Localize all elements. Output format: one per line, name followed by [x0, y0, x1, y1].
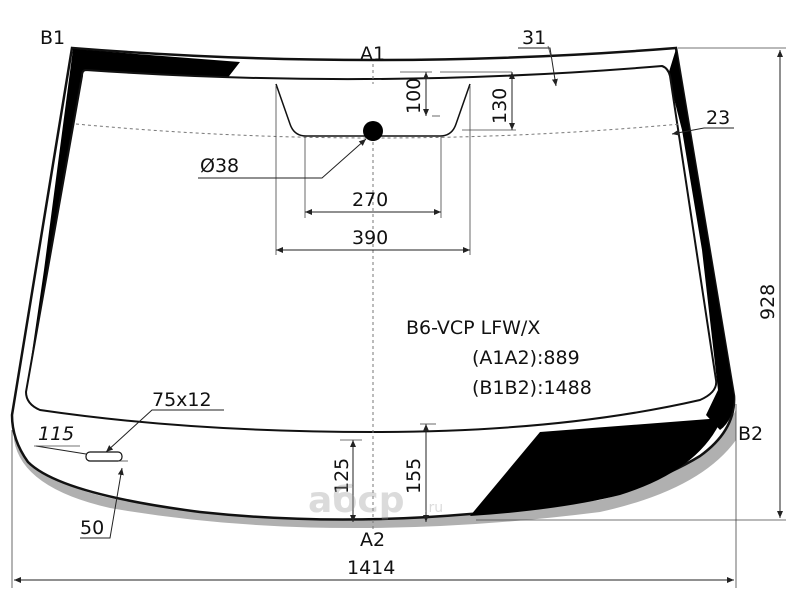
- dim-1414-label: 1414: [347, 557, 395, 579]
- dim-23-label: 23: [706, 107, 730, 129]
- point-b2: B2: [738, 423, 763, 445]
- spec-b1b2: (B1B2):1488: [472, 377, 592, 399]
- svg-text:aбcp: aбcp: [308, 480, 405, 521]
- leader-31: [518, 47, 558, 87]
- spec-code: B6-VCP LFW/X: [406, 317, 540, 339]
- dim-50-label: 50: [80, 517, 104, 539]
- frit-right: [668, 49, 734, 430]
- dim-100-label: 100: [403, 78, 425, 114]
- dim-125-label: 125: [331, 458, 353, 494]
- point-a1: A1: [360, 43, 385, 65]
- leader-diameter: [198, 138, 367, 179]
- leader-50: [80, 467, 124, 539]
- vin-window: [85, 451, 123, 462]
- dim-diameter-label: Ø38: [200, 155, 239, 177]
- dim-155-label: 155: [403, 458, 425, 494]
- leader-vin: [105, 409, 224, 453]
- dim-928-label: 928: [757, 284, 779, 320]
- dim-31-label: 31: [522, 27, 546, 49]
- leader-115: [35, 445, 87, 455]
- leader-23: [671, 127, 734, 136]
- point-b1: B1: [40, 27, 65, 49]
- dim-130-label: 130: [489, 88, 511, 124]
- frit-bottom-right: [470, 418, 722, 516]
- dim-270-label: 270: [352, 189, 388, 211]
- svg-text:.ru: .ru: [424, 500, 443, 516]
- point-a2: A2: [360, 529, 385, 551]
- dim-75x12-label: 75x12: [152, 389, 212, 411]
- spec-a1a2: (A1A2):889: [472, 347, 580, 369]
- dim-115-label: 115: [38, 423, 74, 445]
- watermark-logo: aбcp .ru: [308, 480, 443, 521]
- rain-sensor-dot: [363, 121, 383, 141]
- dim-390-label: 390: [352, 227, 388, 249]
